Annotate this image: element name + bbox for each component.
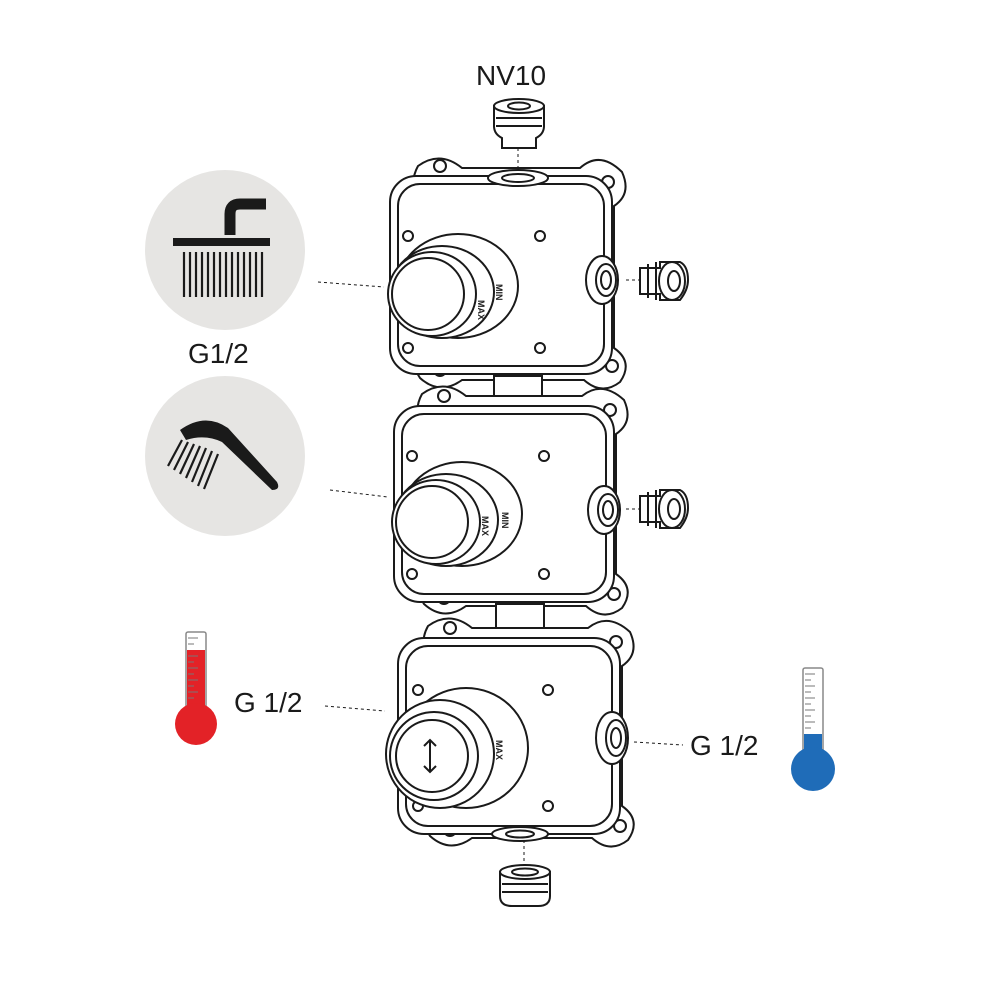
hot-inlet-label: G 1/2 xyxy=(234,687,303,718)
dial-marks-bottom: MAX xyxy=(494,740,504,760)
dial-marks-top: MAX MIN xyxy=(476,284,504,320)
cold-thermometer-icon xyxy=(791,667,835,791)
hand-shower-icon xyxy=(145,376,305,536)
side-fitting-top xyxy=(639,261,690,301)
top-fitting-nv10 xyxy=(493,98,545,149)
svg-text:MAX: MAX xyxy=(476,300,486,320)
dial-marks-middle: MAX MIN xyxy=(480,512,510,536)
svg-text:MAX: MAX xyxy=(480,516,490,536)
svg-text:MIN: MIN xyxy=(500,512,510,529)
valve-module-bottom xyxy=(385,617,635,848)
svg-text:MAX: MAX xyxy=(494,740,504,760)
svg-text:MIN: MIN xyxy=(494,284,504,301)
up-down-arrow-icon xyxy=(423,738,437,774)
valve-module-middle xyxy=(391,385,629,616)
side-fitting-middle xyxy=(639,489,690,529)
top-fitting-label: NV10 xyxy=(476,60,547,91)
overhead-shower-icon xyxy=(145,170,305,330)
hot-thermometer-icon xyxy=(175,631,217,745)
outlet-1-label: G1/2 xyxy=(188,338,249,369)
bottom-fitting xyxy=(499,864,551,907)
valve-module-top xyxy=(387,157,627,390)
cold-inlet-label: G 1/2 xyxy=(690,730,759,761)
